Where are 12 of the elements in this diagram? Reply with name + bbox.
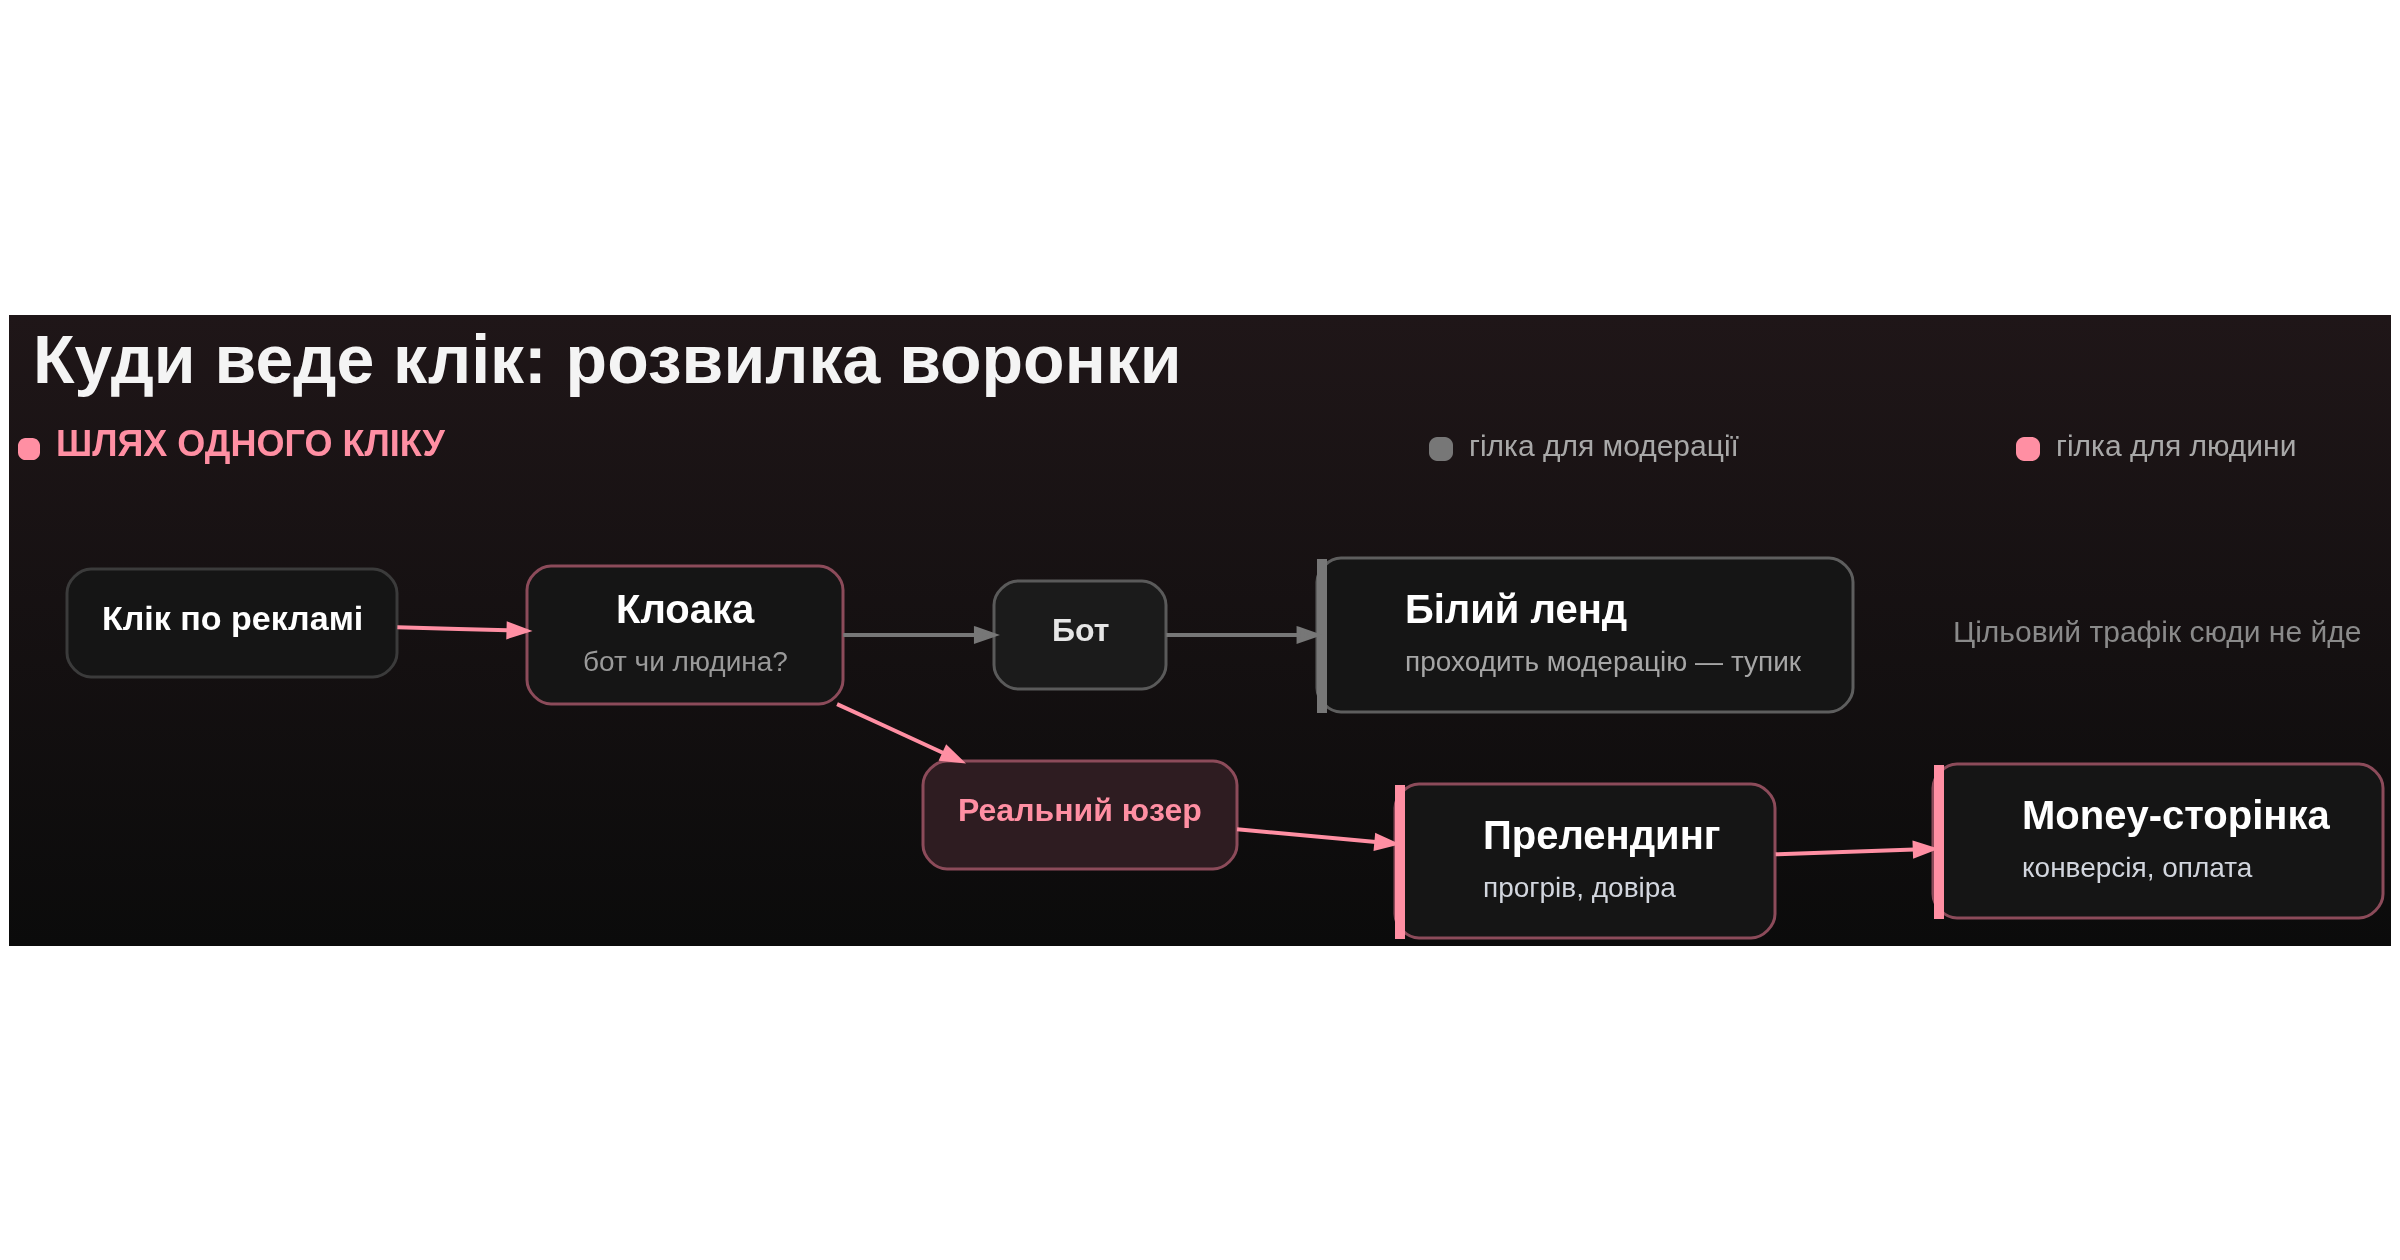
arrow xyxy=(836,701,966,763)
arrow xyxy=(843,625,1000,644)
legend-label: гілка для модерації xyxy=(1469,428,1739,462)
node-box: Реальний юзер xyxy=(921,759,1239,870)
node-label: Цільовий трафік сюди не йде xyxy=(1953,614,2362,648)
node-box: Бот xyxy=(992,579,1168,690)
diagram-title: Куди веде клік: розвилка воронки xyxy=(33,320,1182,397)
legend-label: гілка для людини xyxy=(2056,428,2297,462)
arrow xyxy=(397,620,533,639)
node-box: Клік по рекламі xyxy=(65,567,399,678)
node-box: Клоака бот чи людина? xyxy=(525,564,845,705)
label: ШЛЯХ ОДНОГО КЛІКУ xyxy=(56,422,445,464)
